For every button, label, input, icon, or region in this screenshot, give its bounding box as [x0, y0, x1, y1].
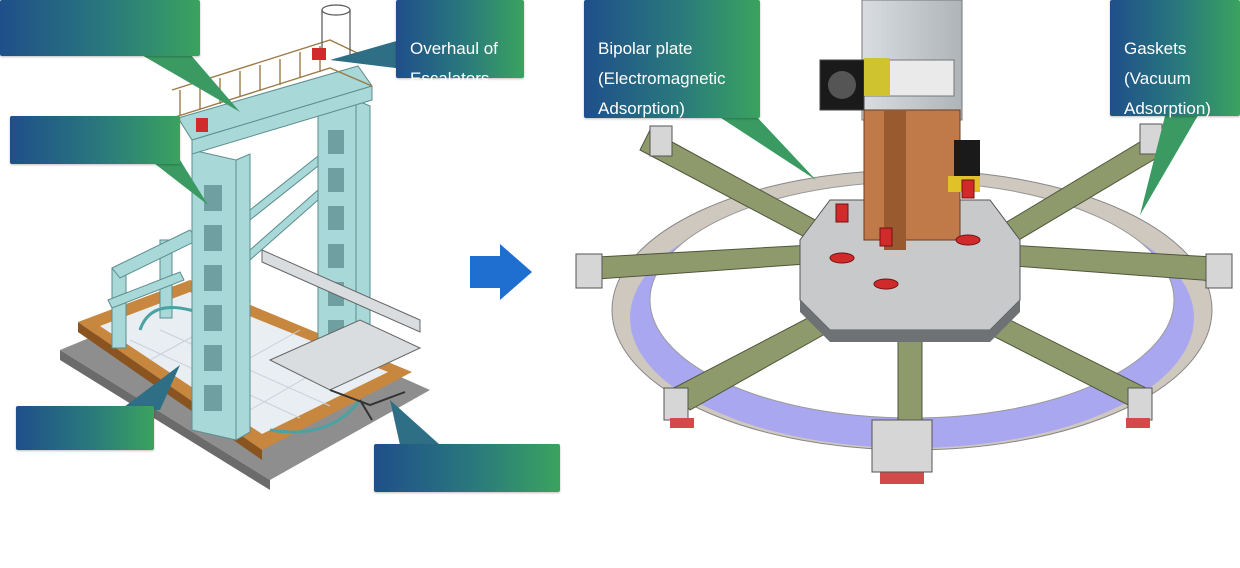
callout-workstation-label: workstation: [30, 454, 116, 473]
callout-workstation: workstation: [16, 406, 154, 473]
callout-inspection-platform-label: Inspection Platform: [14, 66, 160, 85]
machine-illustration: [60, 0, 1233, 490]
callout-lifting-bracket: Lifting Bracket: [10, 116, 180, 189]
gripper-ring-machine: [575, 0, 1233, 484]
callout-overhaul-escalators-label: Overhaul of Escalators: [410, 39, 498, 88]
callout-pointers: [120, 40, 1200, 445]
callout-gaskets-label: Gaskets (Vacuum Adsorption): [1124, 39, 1211, 118]
callout-overhaul-escalators: Overhaul of Escalators: [396, 0, 524, 88]
callout-mechanical-jaws-label: Mechanical Jaws: [388, 498, 518, 517]
callout-bipolar-plate: Bipolar plate (Electromagnetic Adsorptio…: [584, 0, 760, 118]
callout-inspection-platform: Inspection Platform: [0, 0, 200, 85]
transition-arrow-icon: [470, 244, 532, 300]
callout-gaskets: Gaskets (Vacuum Adsorption): [1110, 0, 1240, 118]
lifting-frame-machine: [60, 4, 430, 490]
callout-mechanical-jaws: Mechanical Jaws: [374, 444, 560, 517]
callout-lifting-bracket-label: Lifting Bracket: [24, 170, 132, 189]
callout-bipolar-plate-label: Bipolar plate (Electromagnetic Adsorptio…: [598, 39, 726, 118]
